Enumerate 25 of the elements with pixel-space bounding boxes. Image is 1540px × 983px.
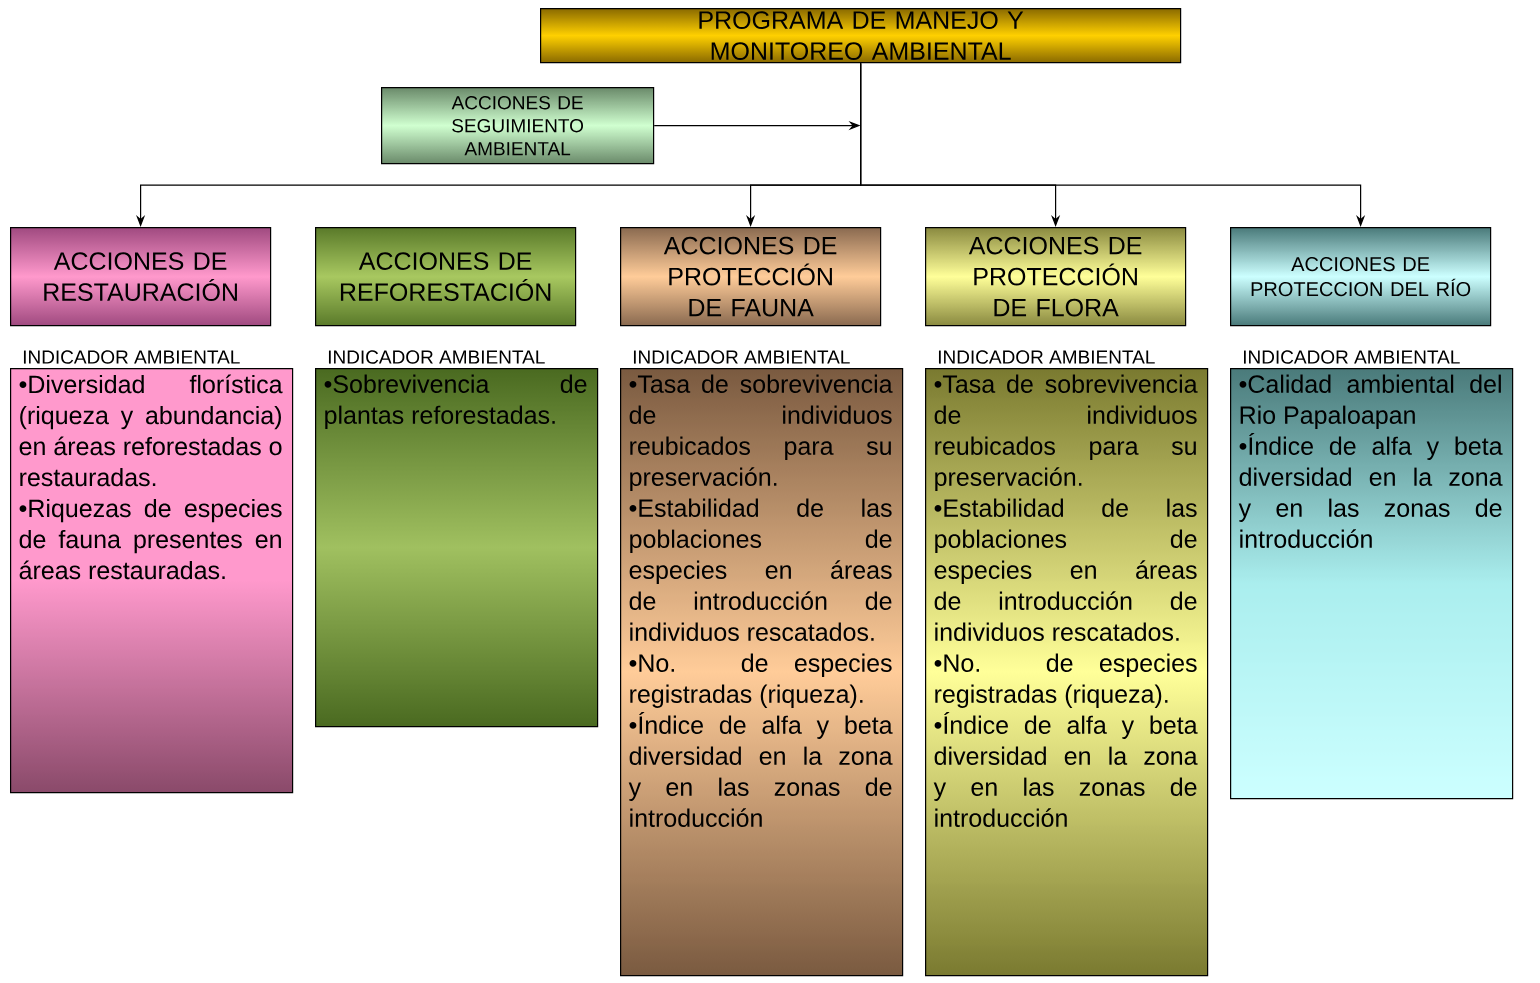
node-label: •Tasa de sobrevivencia de individuos reubicados para su preservación.: [934, 374, 1198, 491]
indicator-heading: INDICADOR AMBIENTAL: [1243, 350, 1460, 364]
indicator-heading: INDICADOR AMBIENTAL: [23, 350, 240, 364]
node-label: •No. de especies registradas (riqueza).: [629, 653, 892, 708]
indicator-box: •Sobrevivencia de plantas reforestadas.: [315, 368, 599, 728]
indicator-box: •Tasa de sobrevivencia de individuos reubicados para su preservación. •Estabilidad de las poblaciones de especies en áreas de introducción de individuos rescatados. •No. de especies registradas (riqueza). •Índice de alfa y beta diversidad en la zona y en las zonas de introducción: [925, 368, 1209, 977]
indicator-heading: INDICADOR AMBIENTAL: [633, 350, 850, 364]
heading-box: ACCIONES DE RESTAURACIÓN: [10, 227, 272, 327]
heading-box: ACCIONES DE PROTECCIÓN DE FLORA: [925, 227, 1187, 327]
heading-box: ACCIONES DE PROTECCIÓN DE FAUNA: [620, 227, 882, 327]
indicator-heading: INDICADOR AMBIENTAL: [938, 350, 1155, 364]
node-label: •Tasa de sobrevivencia de individuos reubicados para su preservación.: [629, 374, 893, 491]
heading-box: ACCIONES DE REFORESTACIÓN: [315, 227, 577, 327]
node-label: •Estabilidad de las poblaciones de especies en áreas de introducción de individuos rescatados.: [629, 498, 892, 641]
indicator-box: •Tasa de sobrevivencia de individuos reubicados para su preservación. •Estabilidad de las poblaciones de especies en áreas de introducción de individuos rescatados. •No. de especies registradas (riqueza). •Índice de alfa y beta diversidad en la zona y en las zonas de introducción: [620, 368, 904, 977]
node-label: •Estabilidad de las poblaciones de especies en áreas de introducción de individuos rescatados.: [934, 498, 1197, 641]
node-label: •Índice de alfa y beta diversidad en la zona y en las zonas de introducción: [933, 712, 1198, 827]
heading-box: ACCIONES DE SEGUIMIENTO AMBIENTAL: [381, 87, 655, 165]
indicator-heading: INDICADOR AMBIENTAL: [328, 350, 545, 364]
node-label: •No. de especies registradas (riqueza).: [934, 653, 1197, 708]
indicator-box: •Calidad ambiental del Rio Papaloapan •Índice de alfa y beta diversidad en la zona y en las zonas de introducción: [1230, 368, 1514, 800]
indicator-box: •Diversidad florística (riqueza y abundancia) en áreas reforestadas o restauradas. •Riquezas de especies de fauna presentes en áreas restauradas.: [10, 368, 294, 794]
node-label: •Índice de alfa y beta diversidad en la zona y en las zonas de introducción: [628, 712, 893, 827]
heading-box: ACCIONES DE PROTECCION DEL RÍO: [1230, 227, 1492, 327]
heading-box: PROGRAMA DE MANEJO Y MONITOREO AMBIENTAL: [540, 8, 1182, 64]
